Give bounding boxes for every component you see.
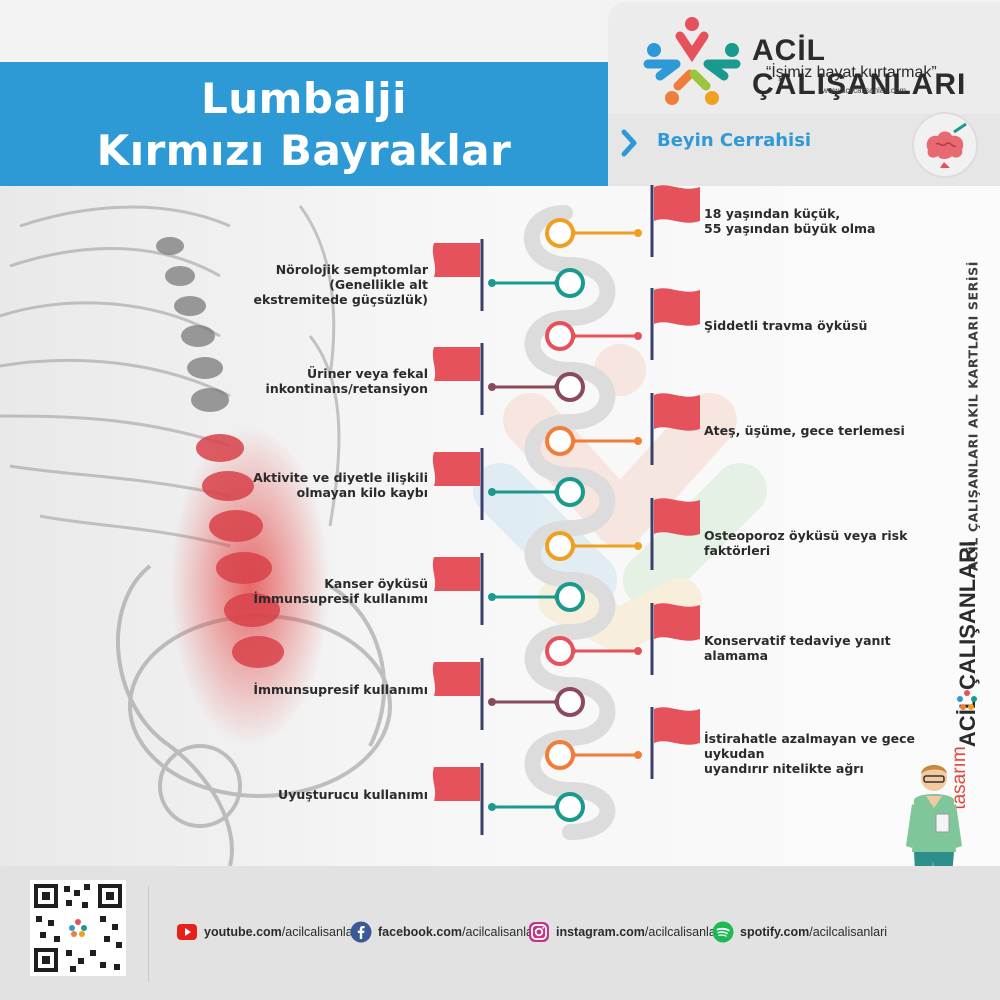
connector-right-ring [545, 740, 575, 770]
footer-divider [148, 886, 149, 982]
footer [0, 866, 1000, 1000]
series-vertical-label: ACİL ÇALIŞANLARI AKIL KARTLARI SERİSİ [965, 261, 981, 571]
connector-left-dot [488, 279, 496, 287]
brand-url[interactable]: www.acilcalisanlari.com [822, 86, 907, 95]
page-title-line2: Kırmızı Bayraklar [96, 126, 512, 175]
red-flag-icon [432, 452, 480, 486]
connector-right-ring [545, 426, 575, 456]
flag-text-right: 18 yaşından küçük,55 yaşından büyük olma [704, 206, 876, 236]
spotify-icon [712, 921, 734, 943]
connector-left-dot [488, 803, 496, 811]
facebook-icon [350, 921, 372, 943]
flag-text-left: İmmunsupresif kullanımı [253, 682, 428, 697]
designer-brand-logo [957, 690, 977, 710]
flag-text-right: Şiddetli travma öyküsü [704, 318, 868, 333]
connector-left-ring [555, 372, 585, 402]
connector-right-dot [634, 542, 642, 550]
connector-left-dot [488, 698, 496, 706]
brand-name: ACİL ÇALIŞANLARI [752, 34, 967, 101]
instagram-link[interactable]: instagram.com/acilcalisanlari [528, 921, 723, 943]
flag-text-right: Ateş, üşüme, gece terlemesi [704, 423, 905, 438]
serpentine-path [523, 205, 616, 840]
red-flag-icon [654, 603, 700, 641]
connector-right-ring [545, 218, 575, 248]
connector-right-dot [634, 647, 642, 655]
spotify-link[interactable]: spotify.com/acilcalisanlari [712, 921, 887, 943]
chevron-right-icon [621, 129, 637, 157]
connector-right-dot [634, 229, 642, 237]
youtube-link[interactable]: youtube.com/acilcalisanlari [176, 921, 360, 943]
youtube-icon [177, 924, 197, 940]
flag-text-right: Osteoporoz öyküsü veya risk faktörleri [704, 528, 908, 558]
red-flag-icon [654, 498, 700, 536]
red-flag-icon [654, 393, 700, 431]
connector-right-dot [634, 751, 642, 759]
department-label: Beyin Cerrahisi [657, 130, 812, 151]
red-flag-icon [432, 662, 480, 696]
brand-slogan: “İşimiz hayat kurtarmak” [766, 64, 937, 81]
red-flag-icon [654, 707, 700, 745]
connector-right-ring [545, 636, 575, 666]
connector-left-dot [488, 488, 496, 496]
connector-left-ring [555, 582, 585, 612]
brain-surgery-icon [912, 112, 978, 178]
qr-code[interactable] [30, 880, 126, 976]
red-flag-icon [432, 243, 480, 277]
red-flag-icon [432, 767, 480, 801]
flag-text-right: Konservatif tedaviye yanıt alamama [704, 633, 891, 663]
red-flag-icon [432, 557, 480, 591]
page-title-line1: Lumbalji [200, 74, 408, 123]
connector-left-dot [488, 593, 496, 601]
brand-logo [643, 17, 741, 105]
connector-left-ring [555, 687, 585, 717]
connector-left-ring [555, 268, 585, 298]
connector-right-dot [634, 332, 642, 340]
flag-text-left: Uyuşturucu kullanımı [278, 787, 428, 802]
instagram-icon [529, 922, 549, 942]
connector-left-dot [488, 383, 496, 391]
red-flag-icon [654, 288, 700, 326]
title-band: Lumbalji Kırmızı Bayraklar [0, 62, 608, 186]
connector-right-ring [545, 531, 575, 561]
red-flag-icon [654, 185, 700, 223]
connector-right-ring [545, 321, 575, 351]
lumbar-spine-illustration [0, 205, 392, 866]
connector-left-ring [555, 792, 585, 822]
facebook-link[interactable]: facebook.com/acilcalisanlari [350, 921, 540, 943]
connector-left-ring [555, 477, 585, 507]
connector-right-dot [634, 437, 642, 445]
red-flag-icon [432, 347, 480, 381]
